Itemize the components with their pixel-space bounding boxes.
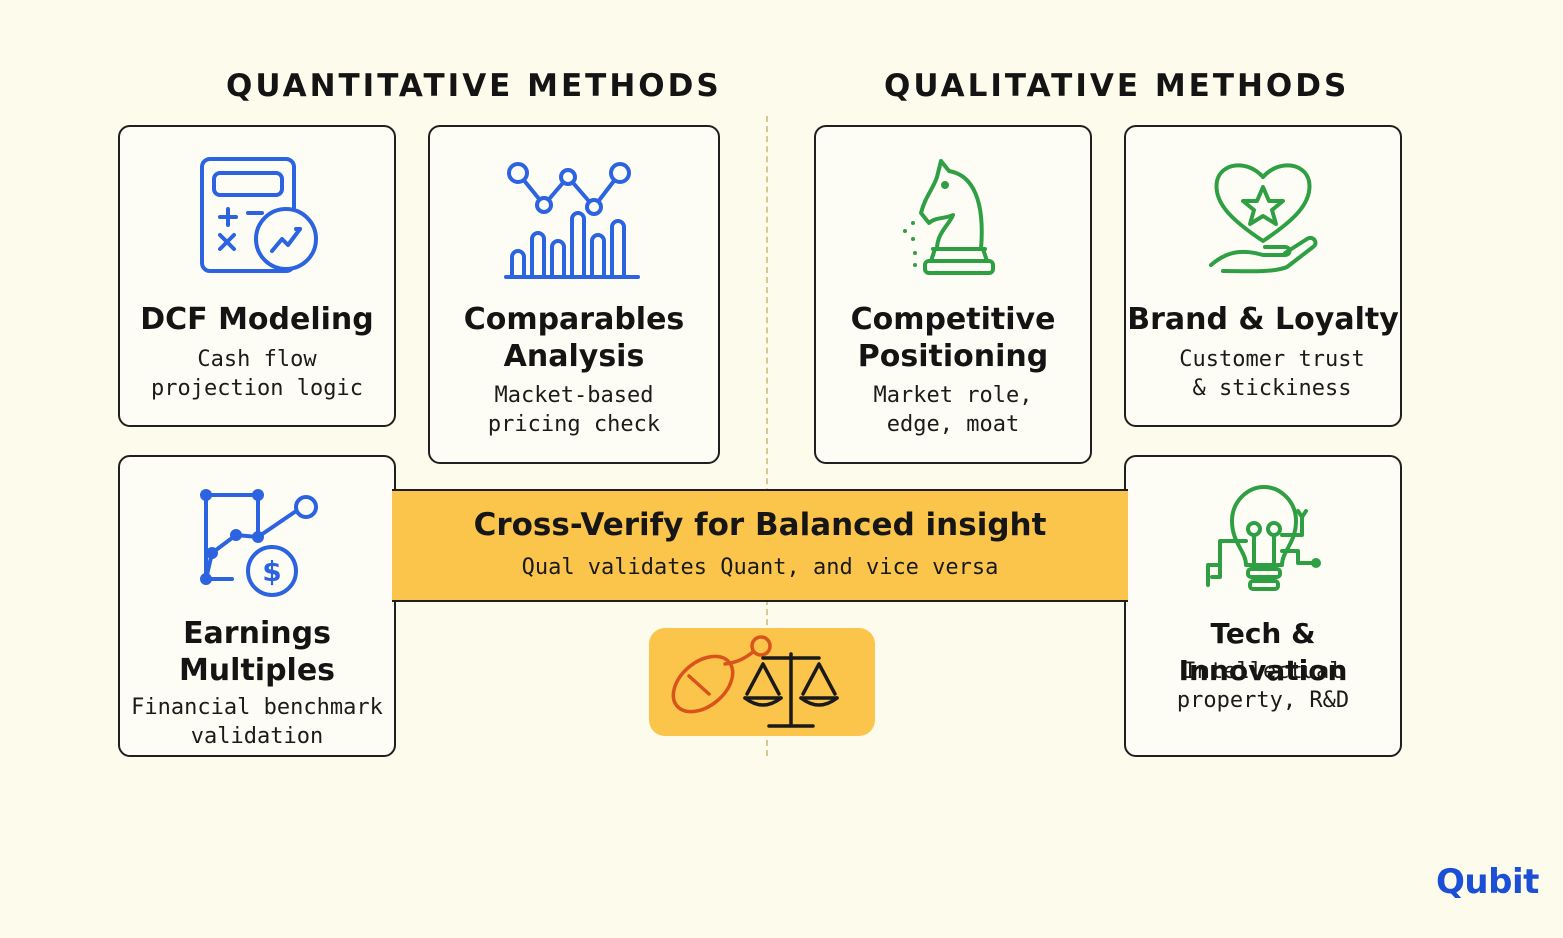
center-divider: [766, 116, 768, 756]
card-tech-innovation: Tech & Innovation Intellectual property,…: [1124, 455, 1402, 757]
card-description: Financial benchmark validation: [131, 695, 383, 749]
heart-star-hand-icon: [1126, 155, 1400, 279]
card-description: Customer trust & stickiness: [1179, 347, 1365, 401]
cross-verify-banner: Cross-Verify for Balanced insight Qual v…: [392, 489, 1128, 602]
card-title: Earnings Multiples: [178, 616, 336, 688]
card-title: DCF Modeling: [140, 302, 374, 337]
card-earnings-multiples: $ Earnings Multiples Financial benchmark…: [118, 455, 396, 757]
card-description: Intellectual property, R&D: [1176, 659, 1350, 713]
card-title: Tech & Innovation: [1178, 617, 1348, 687]
card-title: Competitive Positioning: [850, 302, 1056, 374]
section-title-quantitative: QUANTITATIVE METHODS: [226, 68, 722, 104]
section-title-qualitative: QUALITATIVE METHODS: [884, 68, 1350, 104]
chess-knight-icon: [816, 153, 1090, 281]
lightbulb-circuit-icon: [1126, 481, 1400, 601]
card-description: Cash flow projection logic: [151, 347, 363, 401]
bar-line-chart-icon: [430, 157, 718, 281]
svg-text:$: $: [262, 555, 281, 588]
card-dcf-modeling: DCF Modeling Cash flow projection logic: [118, 125, 396, 427]
card-competitive-positioning: Competitive Positioning Market role, edg…: [814, 125, 1092, 464]
banner-subtitle: Qual validates Quant, and vice versa: [521, 555, 999, 580]
mouse-and-scale-icon: [649, 628, 875, 736]
calculator-chart-icon: [120, 155, 394, 275]
card-description: Macket-based pricing check: [487, 383, 661, 437]
dollar-network-icon: $: [120, 487, 394, 599]
card-comparables-analysis: Comparables Analysis Macket-based pricin…: [428, 125, 720, 464]
card-title: Brand & Loyalty: [1127, 302, 1399, 337]
card-brand-loyalty: Brand & Loyalty Customer trust & stickin…: [1124, 125, 1402, 427]
card-description: Market role, edge, moat: [873, 383, 1033, 437]
qubit-logo: Qubit: [1436, 862, 1539, 902]
card-title: Comparables Analysis: [463, 302, 685, 374]
banner-title: Cross-Verify for Balanced insight: [473, 507, 1047, 543]
